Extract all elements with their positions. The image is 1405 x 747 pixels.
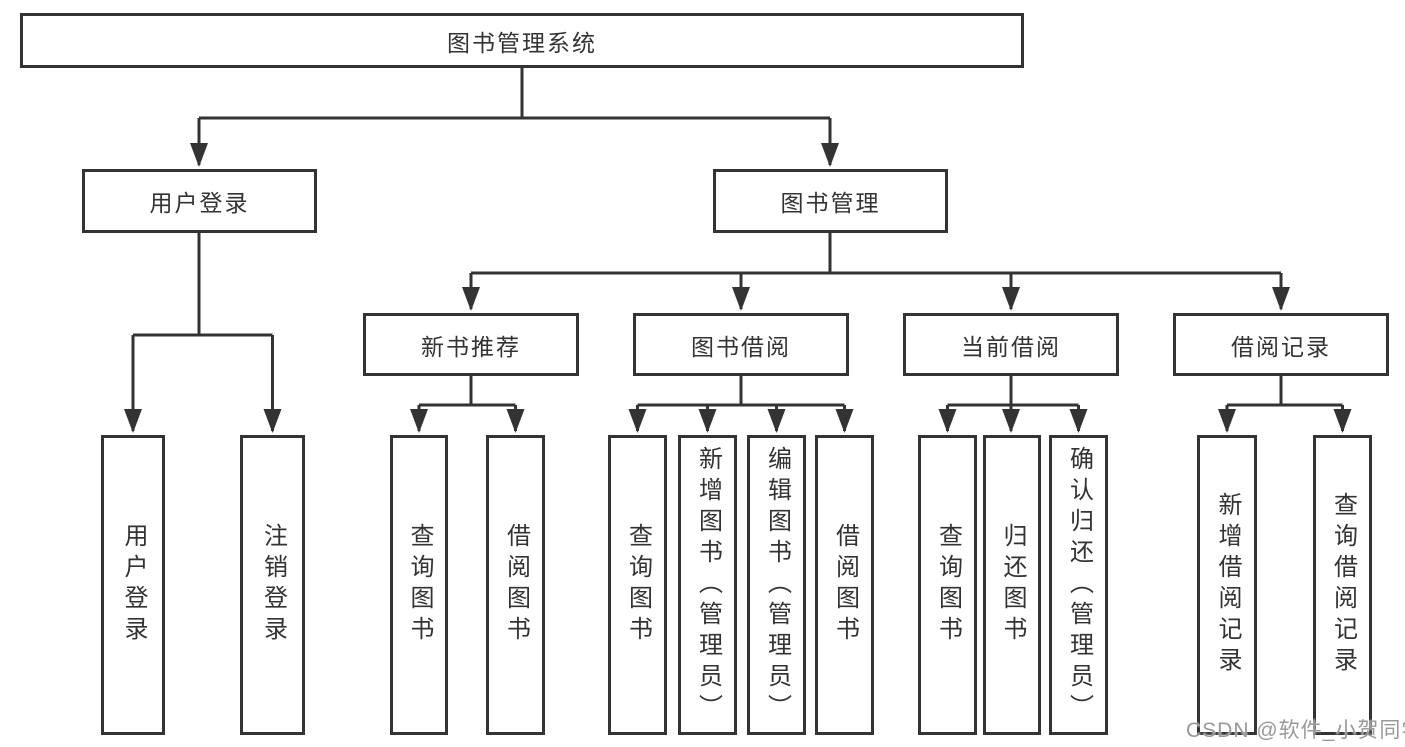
leaf-borrow-borrow-books: 借阅图书 — [815, 435, 874, 735]
node-book-management: 图书管理 — [713, 169, 948, 233]
leaf-logout-label: 注销登录 — [259, 523, 287, 647]
leaf-current-query-books: 查询图书 — [918, 435, 977, 735]
leaf-borrow-add-books-admin-label: 新增图书（管理员） — [694, 445, 722, 725]
node-book-borrow: 图书借阅 — [633, 313, 849, 376]
leaf-current-confirm-return-admin: 确认归还（管理员） — [1049, 435, 1108, 735]
leaf-user-login: 用户登录 — [101, 435, 165, 735]
leaf-recommend-borrow-books: 借阅图书 — [486, 435, 545, 735]
leaf-records-query-record-label: 查询借阅记录 — [1329, 492, 1357, 678]
leaf-current-confirm-return-admin-label: 确认归还（管理员） — [1065, 445, 1093, 725]
leaf-recommend-query-books-label: 查询图书 — [406, 523, 433, 647]
leaf-recommend-borrow-books-label: 借阅图书 — [502, 523, 530, 647]
leaf-borrow-borrow-books-label: 借阅图书 — [831, 523, 859, 647]
node-current-borrow: 当前借阅 — [903, 313, 1119, 376]
leaf-recommend-query-books: 查询图书 — [390, 435, 448, 735]
node-borrow-records: 借阅记录 — [1173, 313, 1389, 376]
leaf-current-query-books-label: 查询图书 — [934, 523, 962, 647]
leaf-records-query-record: 查询借阅记录 — [1313, 435, 1372, 735]
leaf-current-return-books-label: 归还图书 — [999, 523, 1026, 647]
leaf-current-return-books: 归还图书 — [983, 435, 1041, 735]
arrowheads — [124, 143, 1352, 433]
leaf-borrow-add-books-admin: 新增图书（管理员） — [678, 435, 737, 735]
leaf-borrow-query-books: 查询图书 — [608, 435, 667, 735]
node-user-login: 用户登录 — [82, 169, 317, 233]
leaf-user-login-label: 用户登录 — [120, 523, 147, 647]
node-library-management-system: 图书管理系统 — [20, 13, 1024, 68]
tree-edges — [131, 68, 1344, 431]
leaf-logout: 注销登录 — [240, 435, 305, 735]
leaf-borrow-query-books-label: 查询图书 — [624, 523, 652, 647]
leaf-borrow-edit-books-admin: 编辑图书（管理员） — [747, 435, 806, 735]
csdn-watermark: CSDN @软件_小贺同学 — [1186, 719, 1405, 742]
leaf-borrow-edit-books-admin-label: 编辑图书（管理员） — [763, 445, 791, 725]
node-new-book-recommend: 新书推荐 — [363, 313, 579, 376]
leaf-records-add-record-label: 新增借阅记录 — [1214, 492, 1241, 678]
leaf-records-add-record: 新增借阅记录 — [1197, 435, 1257, 735]
